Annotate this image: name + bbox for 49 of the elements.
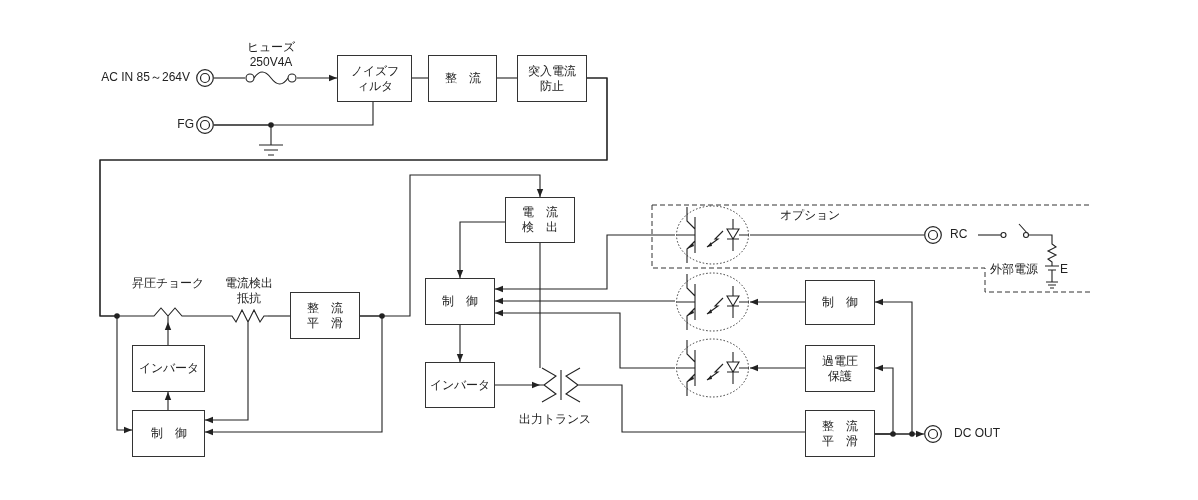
arrow [456,221,506,279]
connector-line [185,315,231,317]
process-box: 整流 [428,55,497,102]
arrow [494,309,676,369]
process-box: 制御 [805,280,875,325]
process-box: 制御 [132,410,205,457]
terminal-label: DC OUT [954,426,1001,441]
arrow [494,297,676,305]
process-box: 整流平滑 [805,410,875,457]
terminal-label: FG [176,117,194,132]
process-box: 制御 [425,278,495,325]
process-box: 突入電流防止 [517,55,587,102]
connector-line [213,77,246,79]
arrow [749,298,806,306]
process-box: 整流平滑 [290,292,360,339]
component-label: 昇圧チョーク [131,276,205,291]
process-box: インバータ [425,362,495,408]
process-box: 過電圧保護 [805,345,875,392]
process-box: 電流検出 [505,197,575,243]
component-label: 出力トランス [518,412,592,427]
component-label: 外部電源 [990,262,1039,277]
component-label: ヒューズ 250V4A [246,40,296,70]
connector-line [749,234,925,236]
connector-line [411,77,429,79]
arrow [204,315,383,436]
connector-line [581,384,806,433]
connector-line [267,315,291,317]
component-label: 電流検出抵抗 [224,276,274,306]
arrow [296,74,338,82]
connector-line [539,242,541,369]
arrow [874,298,913,435]
connector-line [496,77,518,79]
arrow [99,77,608,434]
arrow [164,391,172,411]
connector-line [213,124,272,142]
arrow [749,364,806,372]
connector-line [977,234,1001,236]
arrow [874,364,894,435]
terminal-label: AC IN 85～264V [100,70,190,85]
arrow [494,381,541,389]
arrow [456,324,464,363]
arrow [494,234,676,293]
arrow [204,323,249,424]
region-label: オプション [779,208,841,223]
component-label: E [1060,262,1069,277]
process-box: ノイズフィルタ [337,55,412,102]
arrow [164,321,172,346]
process-box: インバータ [132,345,205,392]
terminal-label: RC [950,227,969,242]
